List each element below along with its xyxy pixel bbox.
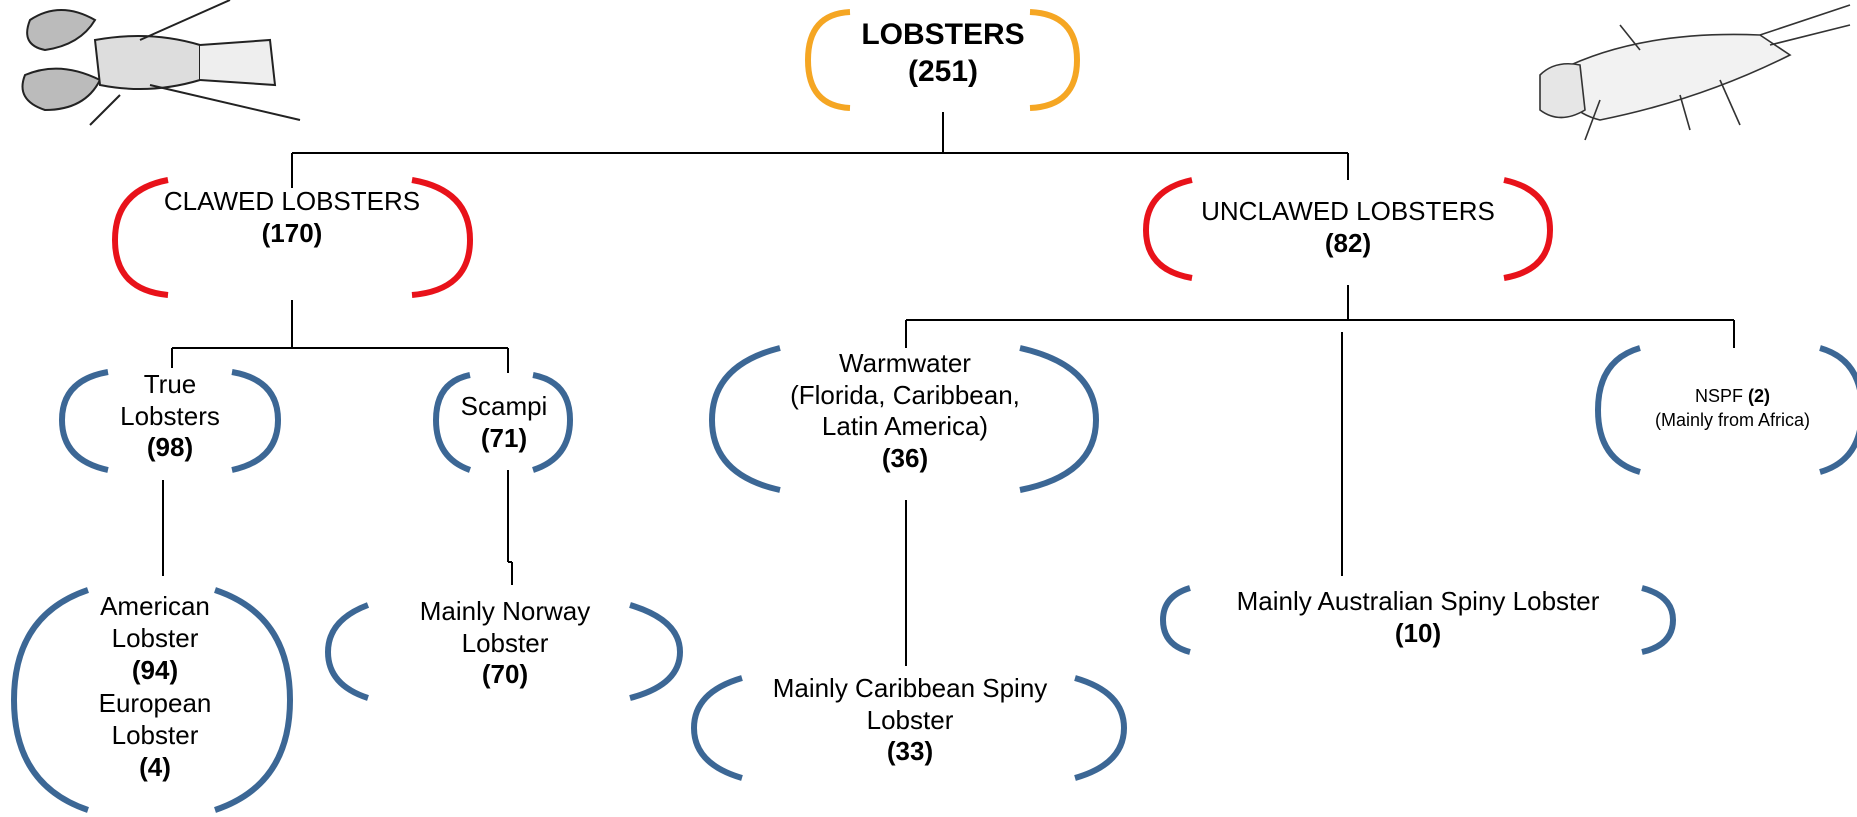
- true-lobsters-line2: Lobsters: [120, 400, 220, 431]
- american-line2: Lobster: [111, 623, 199, 654]
- american-european-node: American Lobster (94) European Lobster (…: [50, 590, 260, 783]
- american-line1: American: [100, 591, 210, 621]
- unclawed-label: UNCLAWED LOBSTERS: [1201, 196, 1495, 226]
- clawed-label: CLAWED LOBSTERS: [163, 186, 421, 216]
- warmwater-count: (36): [881, 443, 929, 474]
- caribbean-spiny-count: (33): [886, 736, 934, 767]
- norway-line1: Mainly Norway: [419, 596, 591, 626]
- root-bracket: [804, 9, 1081, 111]
- warmwater-node: Warmwater (Florida, Caribbean, Latin Ame…: [720, 348, 1090, 475]
- unclawed-count: (82): [1324, 227, 1372, 258]
- nspf-label: NSPF: [1694, 386, 1743, 406]
- caribbean-spiny-line1: Mainly Caribbean Spiny: [772, 673, 1048, 703]
- warmwater-line1: Warmwater: [839, 348, 971, 378]
- american-count: (94): [131, 655, 179, 686]
- true-lobsters-bracket: [58, 369, 282, 473]
- american-european-bracket: [10, 587, 294, 813]
- unclawed-node: UNCLAWED LOBSTERS (82): [1148, 196, 1548, 259]
- clawed-node: CLAWED LOBSTERS (170): [112, 186, 472, 249]
- australian-spiny-label: Mainly Australian Spiny Lobster: [1236, 586, 1600, 616]
- unclawed-bracket: [1142, 177, 1554, 281]
- norway-node: Mainly Norway Lobster (70): [380, 596, 630, 691]
- european-count: (4): [139, 752, 171, 783]
- caribbean-spiny-bracket: [690, 675, 1128, 781]
- nspf-bracket: [1594, 345, 1857, 475]
- true-lobsters-line1: True: [143, 369, 197, 399]
- true-lobsters-count: (98): [146, 432, 194, 463]
- caribbean-spiny-node: Mainly Caribbean Spiny Lobster (33): [720, 673, 1100, 768]
- australian-spiny-bracket: [1159, 585, 1677, 655]
- warmwater-line2: (Florida, Caribbean,: [790, 379, 1020, 410]
- scampi-bracket: [432, 372, 574, 473]
- australian-spiny-node: Mainly Australian Spiny Lobster (10): [1172, 586, 1664, 649]
- true-lobsters-node: True Lobsters (98): [80, 369, 260, 464]
- european-line1: European: [98, 687, 212, 718]
- caribbean-spiny-line2: Lobster: [866, 704, 954, 735]
- scampi-label: Scampi: [460, 391, 548, 421]
- european-line2: Lobster: [111, 719, 199, 750]
- norway-bracket: [324, 602, 684, 701]
- connector-lines: [162, 112, 1735, 666]
- norway-line2: Lobster: [461, 627, 549, 658]
- root-label: LOBSTERS: [861, 18, 1025, 51]
- warmwater-line3: Latin America): [821, 411, 989, 442]
- norway-count: (70): [481, 659, 529, 690]
- spiny-lobster-illustration: [1539, 4, 1851, 141]
- nspf-node: NSPF (2) (Mainly from Africa): [1620, 384, 1845, 433]
- scampi-node: Scampi (71): [442, 391, 566, 454]
- australian-spiny-count: (10): [1394, 617, 1442, 648]
- scampi-count: (71): [480, 422, 528, 453]
- nspf-count: (2): [1748, 386, 1771, 406]
- clawed-bracket: [111, 177, 474, 298]
- clawed-count: (170): [261, 217, 323, 248]
- nspf-note: (Mainly from Africa): [1654, 410, 1811, 431]
- root-count: (251): [907, 54, 979, 88]
- warmwater-bracket: [708, 345, 1100, 493]
- root-node: LOBSTERS (251): [823, 17, 1063, 90]
- clawed-lobster-illustration: [21, 0, 301, 126]
